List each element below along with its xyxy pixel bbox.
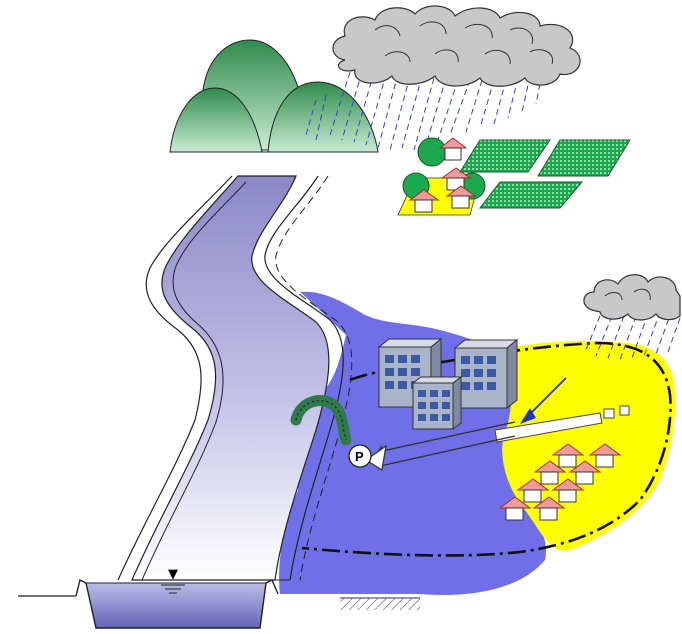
river-bank-dashed	[275, 175, 353, 581]
drain-arrowhead-blue	[520, 408, 536, 424]
buildings	[377, 337, 519, 430]
lowland-area	[500, 340, 676, 551]
river-bank-outer-left	[117, 175, 233, 581]
house	[438, 137, 468, 161]
drain-arrow-blue	[529, 377, 567, 415]
lower-village	[498, 443, 622, 521]
house	[568, 460, 602, 485]
drain-channel	[494, 405, 630, 443]
rain-lower	[584, 309, 681, 361]
ground-hatch	[340, 597, 420, 610]
cloud-large-shape	[332, 5, 581, 87]
cloud-large	[332, 5, 581, 87]
pump-icon	[348, 444, 372, 468]
cloud-small	[583, 274, 681, 321]
house	[516, 478, 550, 503]
river-bank-outer-right	[264, 175, 344, 581]
office-building	[453, 338, 519, 410]
water-level-symbol: ▼	[168, 567, 178, 582]
river-levee-inner-left	[141, 181, 247, 581]
rice-fields	[459, 139, 631, 209]
upper-village	[397, 137, 486, 216]
cloud-small-shape	[583, 274, 681, 321]
field	[459, 139, 551, 173]
house	[533, 460, 567, 485]
channel-water	[86, 583, 266, 628]
house	[532, 496, 566, 521]
office-building	[411, 376, 463, 430]
rain-upper	[305, 71, 543, 151]
tree	[417, 137, 447, 167]
field	[537, 139, 631, 177]
house	[588, 443, 622, 468]
river-cross-section: ▼	[18, 567, 290, 629]
house	[551, 443, 585, 468]
mountains	[169, 39, 379, 153]
flood-boundary	[301, 341, 672, 557]
house	[445, 185, 477, 209]
channel-outline	[75, 578, 279, 629]
arrowhead	[364, 444, 387, 472]
mountain-left	[169, 87, 263, 153]
pump-label: P	[355, 449, 364, 464]
house	[551, 478, 585, 503]
house	[408, 189, 440, 213]
pump-station: P	[290, 395, 372, 468]
field	[478, 181, 584, 209]
house	[498, 496, 532, 521]
drainage-flow	[364, 377, 567, 472]
